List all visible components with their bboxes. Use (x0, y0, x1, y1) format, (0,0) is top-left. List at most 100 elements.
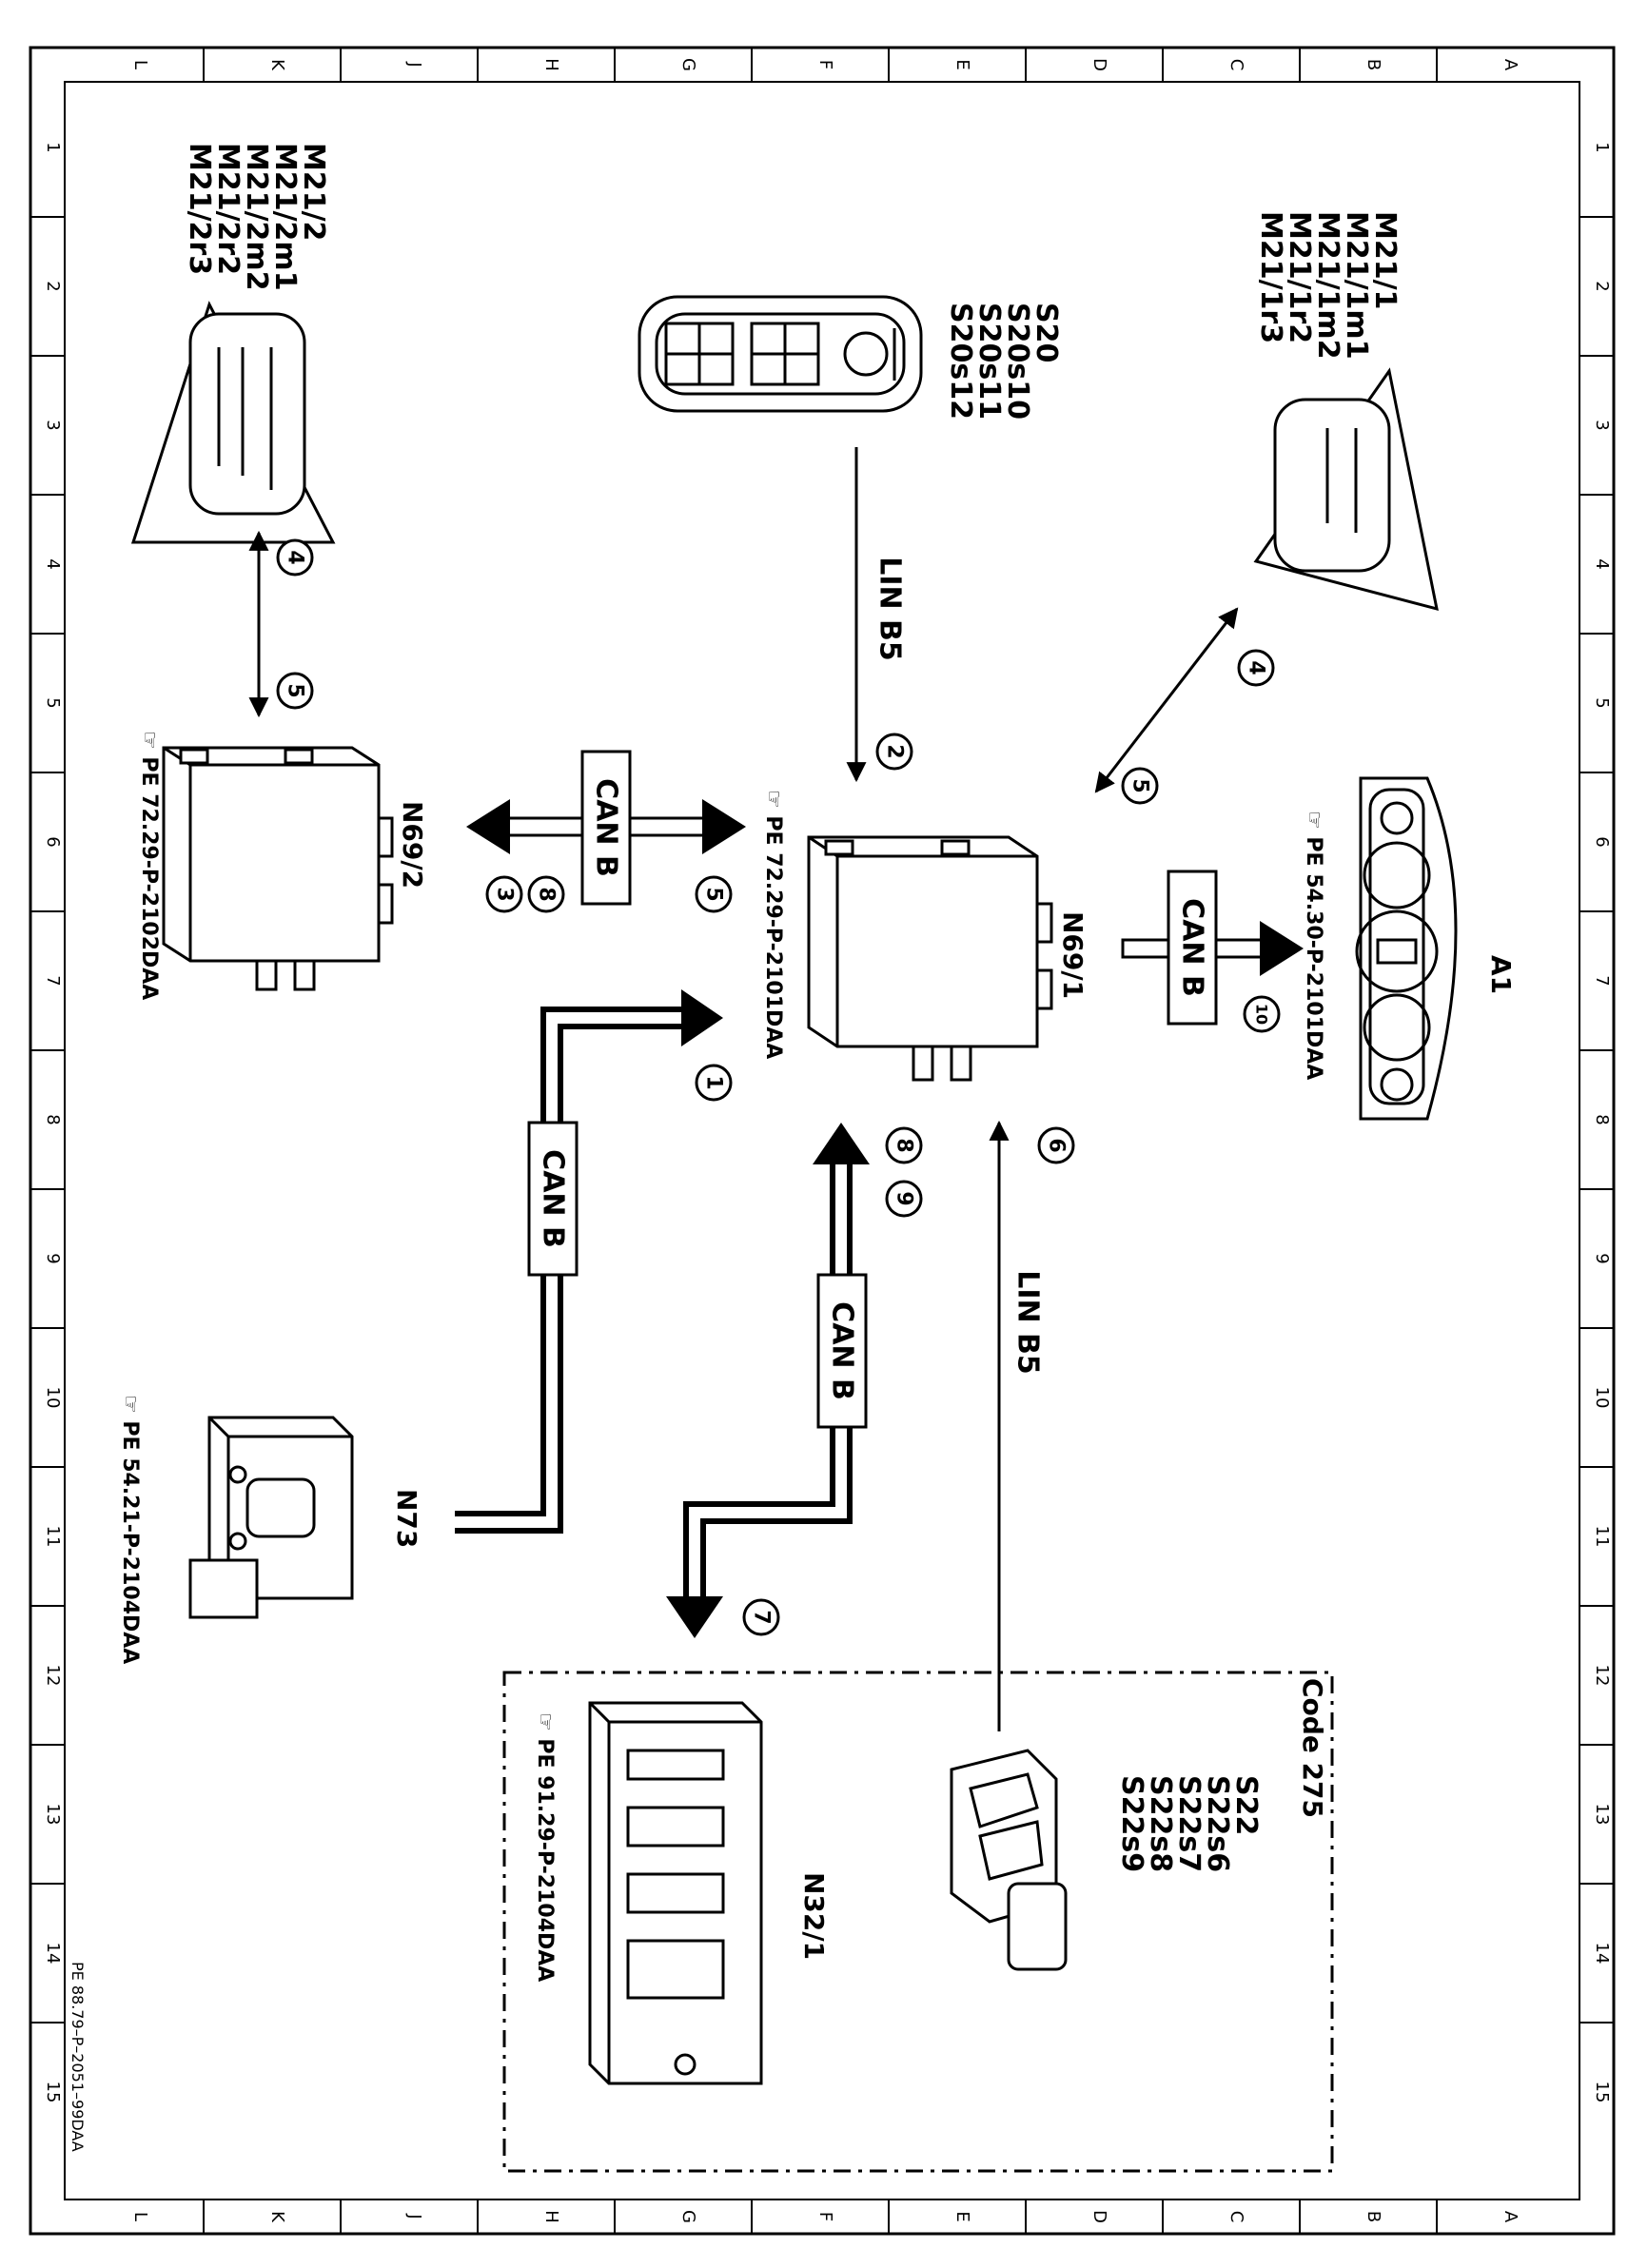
frame-row-number: 4 (43, 558, 63, 569)
mirror-left-label: M21/2 (297, 143, 330, 241)
frame-row-number: 7 (1592, 975, 1612, 986)
frame-row-number: 9 (1592, 1253, 1612, 1263)
door-module-left-label: N69/2 (397, 801, 428, 889)
can-b-label: CAN B (1176, 898, 1209, 997)
frame-row-number: 11 (1592, 1526, 1612, 1548)
frame-col-letter: E (952, 2211, 972, 2221)
marker-number: 4 (1245, 660, 1268, 675)
ignition-switch-ref: ☞ PE 54.21-P-2104DAA (118, 1395, 142, 1664)
frame-row-number: 4 (1592, 558, 1612, 569)
frame-row-number: 5 (43, 697, 63, 708)
frame-col-letter: B (1364, 59, 1383, 70)
frame-row-number: 13 (1592, 1804, 1612, 1826)
frame-col-letter: J (404, 2213, 424, 2219)
mirror-right-label: M21/1r3 (1254, 211, 1287, 343)
frame-row-number: 7 (43, 975, 63, 986)
marker-number: 9 (893, 1191, 916, 1205)
frame-row-number: 10 (1592, 1387, 1612, 1409)
lin-b5-label: LIN B5 (873, 557, 907, 661)
seat-switch-label: S22s7 (1172, 1775, 1206, 1872)
drawing-code-label: PE 88.79–P–2051–99DAA (69, 1962, 87, 2152)
marker-number: 2 (883, 744, 907, 758)
seat-switch-icon (950, 1749, 1068, 1971)
frame-col-letter: D (1089, 2210, 1109, 2223)
frame-col-letter: E (952, 59, 972, 69)
mirror-right-link (1094, 607, 1239, 793)
frame-row-number: 3 (1592, 420, 1612, 430)
frame-row-number: 1 (43, 142, 63, 152)
mirror-right-label: M21/1r2 (1283, 211, 1316, 343)
frame-col-letter: C (1226, 59, 1246, 71)
frame-row-number: 14 (43, 1943, 63, 1965)
sam-module-ref: ☞ PE 91.29-P-2104DAA (533, 1712, 557, 1982)
frame-row-number: 15 (1592, 2082, 1612, 2103)
frame-col-letter: B (1364, 2211, 1383, 2222)
seat-switch-label: S22 (1229, 1775, 1263, 1835)
mirror-left-label: M21/2m1 (268, 143, 302, 291)
lin-b5-label: LIN B5 (1011, 1270, 1045, 1375)
mirror-left-label: M21/2r3 (183, 143, 216, 275)
instrument-cluster-ref: ☞ PE 54.30-P-2101DAA (1302, 811, 1325, 1080)
door-module-left-icon (162, 746, 394, 991)
marker-number: 8 (535, 887, 559, 901)
frame-col-letter: L (130, 2212, 150, 2221)
marker-number: 8 (893, 1138, 916, 1152)
switch-block-label: S20s12 (944, 303, 977, 420)
switch-block-icon (638, 295, 923, 413)
marker-number: 5 (284, 683, 307, 697)
frame-row-number: 2 (1592, 281, 1612, 291)
instrument-cluster-label: A1 (1485, 955, 1517, 994)
ignition-switch-icon (188, 1416, 354, 1619)
frame-row-number: 12 (43, 1665, 63, 1687)
door-module-left-ref: ☞ PE 72.29-P-2102DAA (137, 731, 161, 1000)
mirror-right-label: M21/1 (1368, 211, 1402, 309)
frame-row-number: 8 (1592, 1114, 1612, 1124)
frame-col-letter: A (1501, 2211, 1520, 2223)
door-module-right-ref: ☞ PE 72.29-P-2101DAA (761, 790, 785, 1059)
sam-module-label: N32/1 (798, 1872, 830, 1960)
can-b-label: CAN B (537, 1149, 570, 1248)
frame-col-letter: G (678, 58, 698, 71)
frame-col-letter: K (267, 2211, 287, 2223)
sam-module-icon (588, 1701, 763, 2085)
ignition-switch-label: N73 (391, 1489, 422, 1548)
mirror-left-label: M21/2r2 (211, 143, 245, 275)
marker-number: 10 (1253, 1004, 1271, 1025)
frame-col-letter: H (541, 2210, 561, 2223)
frame-col-letter: F (815, 2212, 835, 2221)
frame-row-number: 3 (43, 420, 63, 430)
instrument-cluster-icon (1355, 776, 1458, 1121)
switch-block-label: S20 (1030, 303, 1063, 362)
frame-row-number: 5 (1592, 697, 1612, 708)
frame-row-number: 10 (43, 1387, 63, 1409)
switch-block-label: S20s10 (1001, 303, 1034, 420)
frame-row-number: 13 (43, 1804, 63, 1826)
frame-row-number: 1 (1592, 142, 1612, 152)
frame-row-number: 11 (43, 1526, 63, 1548)
door-module-right-icon (807, 835, 1053, 1082)
code-275-box (502, 1671, 1334, 2173)
seat-switch-label: S22s8 (1144, 1775, 1177, 1872)
marker-number: 5 (1128, 778, 1152, 792)
frame-col-letter: J (404, 61, 424, 67)
mirror-right-label: M21/1m2 (1311, 211, 1344, 360)
marker-number: 4 (284, 550, 307, 564)
frame-col-letter: L (130, 60, 150, 69)
marker-number: 5 (702, 887, 726, 901)
frame-row-number: 15 (43, 2082, 63, 2103)
frame-row-number: 8 (43, 1114, 63, 1124)
frame-row-number: 12 (1592, 1665, 1612, 1687)
frame-col-letter: G (678, 2210, 698, 2223)
frame-row-number: 2 (43, 281, 63, 291)
frame-col-letter: H (541, 58, 561, 71)
mirror-right-icon (1253, 367, 1439, 612)
code-275-label: Code 275 (1297, 1678, 1328, 1818)
can-b-label: CAN B (826, 1301, 859, 1400)
door-module-right-label: N69/1 (1057, 911, 1089, 999)
seat-switch-label: S22s6 (1201, 1775, 1234, 1872)
mirror-left-label: M21/2m2 (240, 143, 273, 291)
frame-col-letter: D (1089, 58, 1109, 71)
marker-number: 6 (1045, 1138, 1069, 1152)
frame-row-number: 9 (43, 1253, 63, 1263)
